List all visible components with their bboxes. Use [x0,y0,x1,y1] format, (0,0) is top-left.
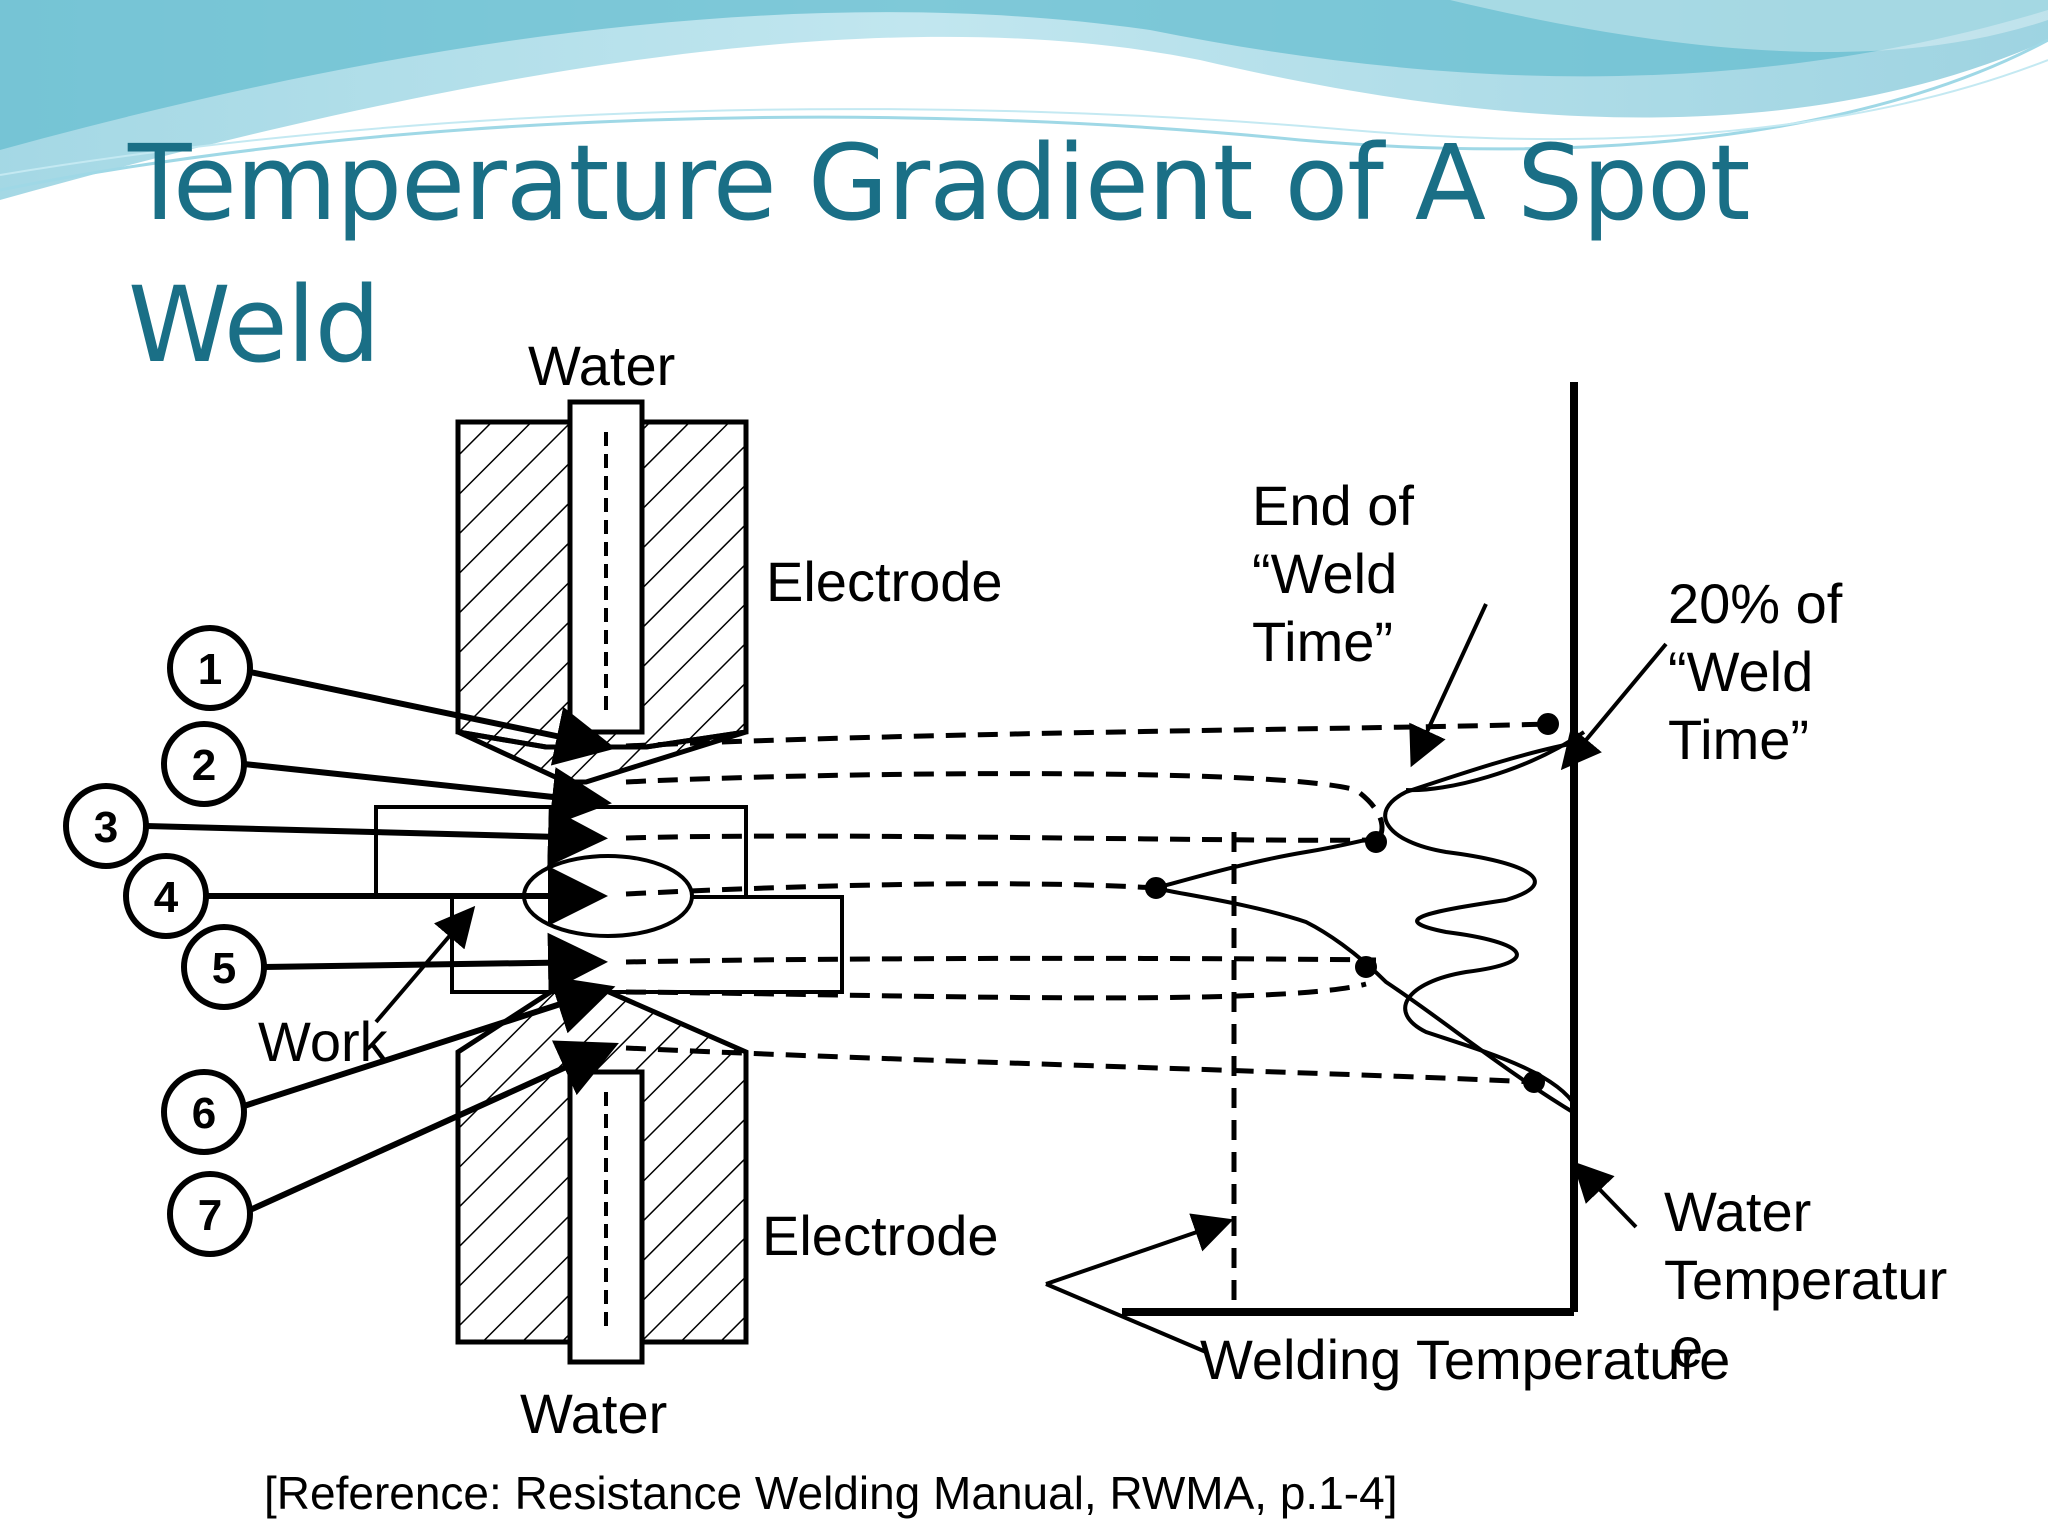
bottom-electrode [455,979,749,1365]
label-water-temperature-line-2: Temperatur [1664,1248,1948,1311]
graph-axes [1122,382,1578,1316]
spot-weld-diagram: 1 2 345 6 7 [63,382,1668,1365]
point-6 [161,1069,247,1155]
label-water-top: Water [528,334,676,397]
point-5-number: 5 [212,944,236,993]
point-4-number: 4 [154,873,179,922]
label-20pct-weld-time-line-1: 20% of [1668,572,1843,635]
label-welding-temperature: Welding Temperature [1200,1328,1731,1391]
label-20pct-weld-time-line-2: “Weld [1668,640,1814,703]
label-work: Work [258,1010,388,1073]
label-water-temperature: Water Temperatur e [1664,1178,1947,1382]
label-water-temperature-line-1: Water [1664,1180,1812,1243]
label-end-weld-time-line-3: Time” [1252,610,1394,673]
point-3-number: 3 [94,803,118,852]
label-pointers [374,603,1668,1354]
label-20pct-weld-time-line-3: Time” [1668,708,1810,771]
slide-title: Temperature Gradient of A Spot Weld [128,122,1751,386]
label-end-weld-time-line-1: End of [1252,474,1414,537]
label-end-weld-time: End of “Weld Time” [1252,472,1414,676]
point-callouts [63,625,619,1257]
temperature-traces [625,721,1552,1302]
label-water-bottom: Water [520,1382,668,1445]
reference-citation: [Reference: Resistance Welding Manual, R… [264,1467,1398,1519]
label-water-temperature-line-3: e [1672,1316,1704,1379]
header-wave-banner [0,0,2048,200]
temperature-curves [1145,713,1586,1116]
point-7-number: 7 [198,1191,222,1240]
point-1-number: 1 [198,645,222,694]
point-7 [167,1171,253,1257]
label-20pct-weld-time: 20% of “Weld Time” [1668,570,1842,774]
point-2-number: 2 [192,741,216,790]
label-electrode-top: Electrode [766,550,1003,613]
label-end-weld-time-line-2: “Weld [1252,542,1398,605]
point-6-number: 6 [192,1089,216,1138]
point-1 [167,625,253,711]
label-electrode-bottom: Electrode [762,1204,999,1267]
